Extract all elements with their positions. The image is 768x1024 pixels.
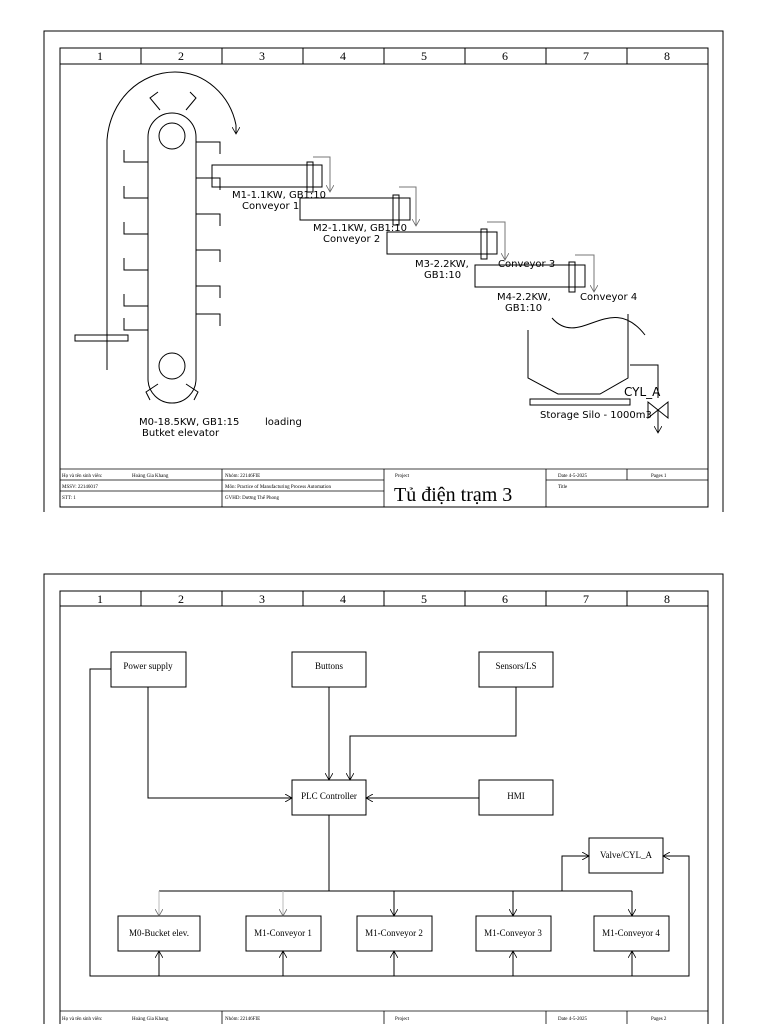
column-number: 8	[664, 592, 670, 606]
conveyor-3	[386, 231, 498, 255]
block-label: M1-Conveyor 4	[602, 928, 660, 938]
column-number: 7	[583, 592, 589, 606]
sheet-1: 1 2 3 4 5 6 7 8	[43, 30, 724, 512]
conveyor-3-block	[475, 915, 552, 952]
conveyor-2-block	[356, 915, 433, 952]
block-label: Valve/CYL_A	[600, 850, 652, 860]
group-text: Nhóm: 22146FIE	[225, 1017, 260, 1022]
motor-label: M4-2.2KW,	[497, 292, 551, 303]
column-number: 2	[178, 592, 184, 606]
column-header	[140, 48, 628, 64]
buttons-block	[291, 651, 367, 688]
sheet-2: 1 2 3 4 5 6 7 8 Power supply Buttons	[43, 573, 724, 1024]
student-label: Họ và tên sinh viên:	[62, 1017, 102, 1022]
conveyors	[211, 161, 586, 293]
silo-label: Storage Silo - 1000m3	[540, 410, 652, 421]
column-number: 7	[583, 49, 589, 63]
conveyor-1-block	[245, 915, 322, 952]
power-supply-block	[110, 651, 187, 688]
column-number: 6	[502, 592, 508, 606]
motor-label: M2-1.1KW, GB1:10	[313, 223, 407, 234]
motor-label: M1-1.1KW, GB1:10	[232, 190, 326, 201]
title-block	[60, 1010, 708, 1024]
title-label: Title	[558, 485, 568, 490]
cylinder-label: CYL_A	[624, 385, 661, 399]
conveyor-label: Conveyor 2	[323, 234, 380, 245]
column-number: 2	[178, 49, 184, 63]
column-number: 5	[421, 49, 427, 63]
block-label: M0-Bucket elev.	[129, 928, 189, 938]
column-number: 4	[340, 592, 346, 606]
conveyor-2	[299, 197, 411, 221]
column-number: 1	[97, 49, 103, 63]
block-label: Sensors/LS	[495, 661, 536, 671]
mssv-text: MSSV: 22146017	[62, 485, 98, 490]
group-text: Nhóm: 22146FIE	[225, 474, 260, 479]
conveyor-label: Conveyor 1	[242, 201, 299, 212]
column-number: 3	[259, 592, 265, 606]
block-label: Buttons	[315, 661, 344, 671]
pages-text: Pages 1	[651, 474, 667, 479]
title-block	[60, 468, 708, 507]
student-label: Họ và tên sinh viên:	[62, 474, 102, 479]
connections	[89, 668, 690, 977]
block-label: M1-Conveyor 3	[484, 928, 542, 938]
m0-block	[117, 915, 201, 952]
column-number: 5	[421, 592, 427, 606]
motor-label: M3-2.2KW,	[415, 259, 469, 270]
elevator-label: Butket elevator	[142, 428, 220, 439]
student-name: Hoàng Gia Khang	[132, 474, 169, 479]
date-text: Date 4-5-2025	[558, 1017, 588, 1022]
column-header	[140, 591, 628, 606]
conveyor-4-block	[593, 915, 670, 952]
column-number: 4	[340, 49, 346, 63]
column-number: 1	[97, 592, 103, 606]
conveyor-label: Conveyor 3	[498, 259, 555, 270]
student-name: Hoàng Gia Khang	[132, 1017, 169, 1022]
column-number: 6	[502, 49, 508, 63]
loading-label: loading	[265, 417, 302, 428]
hmi-block	[478, 779, 554, 816]
motor-label: GB1:10	[424, 270, 461, 281]
conveyor-1	[211, 164, 323, 188]
motor-label: M0-18.5KW, GB1:15	[139, 417, 239, 428]
project-label: Project	[395, 474, 410, 479]
column-number: 3	[259, 49, 265, 63]
date-text: Date 4-5-2025	[558, 474, 588, 479]
block-label: M1-Conveyor 1	[254, 928, 312, 938]
project-label: Project	[395, 1017, 410, 1022]
conveyor-4	[474, 264, 586, 288]
block-label: HMI	[507, 791, 525, 801]
stt-text: STT: 1	[62, 496, 76, 501]
bucket-elevator	[74, 71, 237, 404]
column-number: 8	[664, 49, 670, 63]
block-label: PLC Controller	[301, 791, 357, 801]
drawing-title: Tủ điện trạm 3	[394, 484, 512, 506]
subject-text: Môn: Practice of Manufacturing Process A…	[225, 485, 331, 490]
conveyor-label: Conveyor 4	[580, 292, 637, 303]
gvhd-text: GVHD: Dương Thế Phong	[225, 496, 280, 501]
motor-label: GB1:10	[505, 303, 542, 314]
pages-text: Pages 2	[651, 1017, 667, 1022]
block-label: M1-Conveyor 2	[365, 928, 423, 938]
block-label: Power supply	[123, 661, 173, 671]
